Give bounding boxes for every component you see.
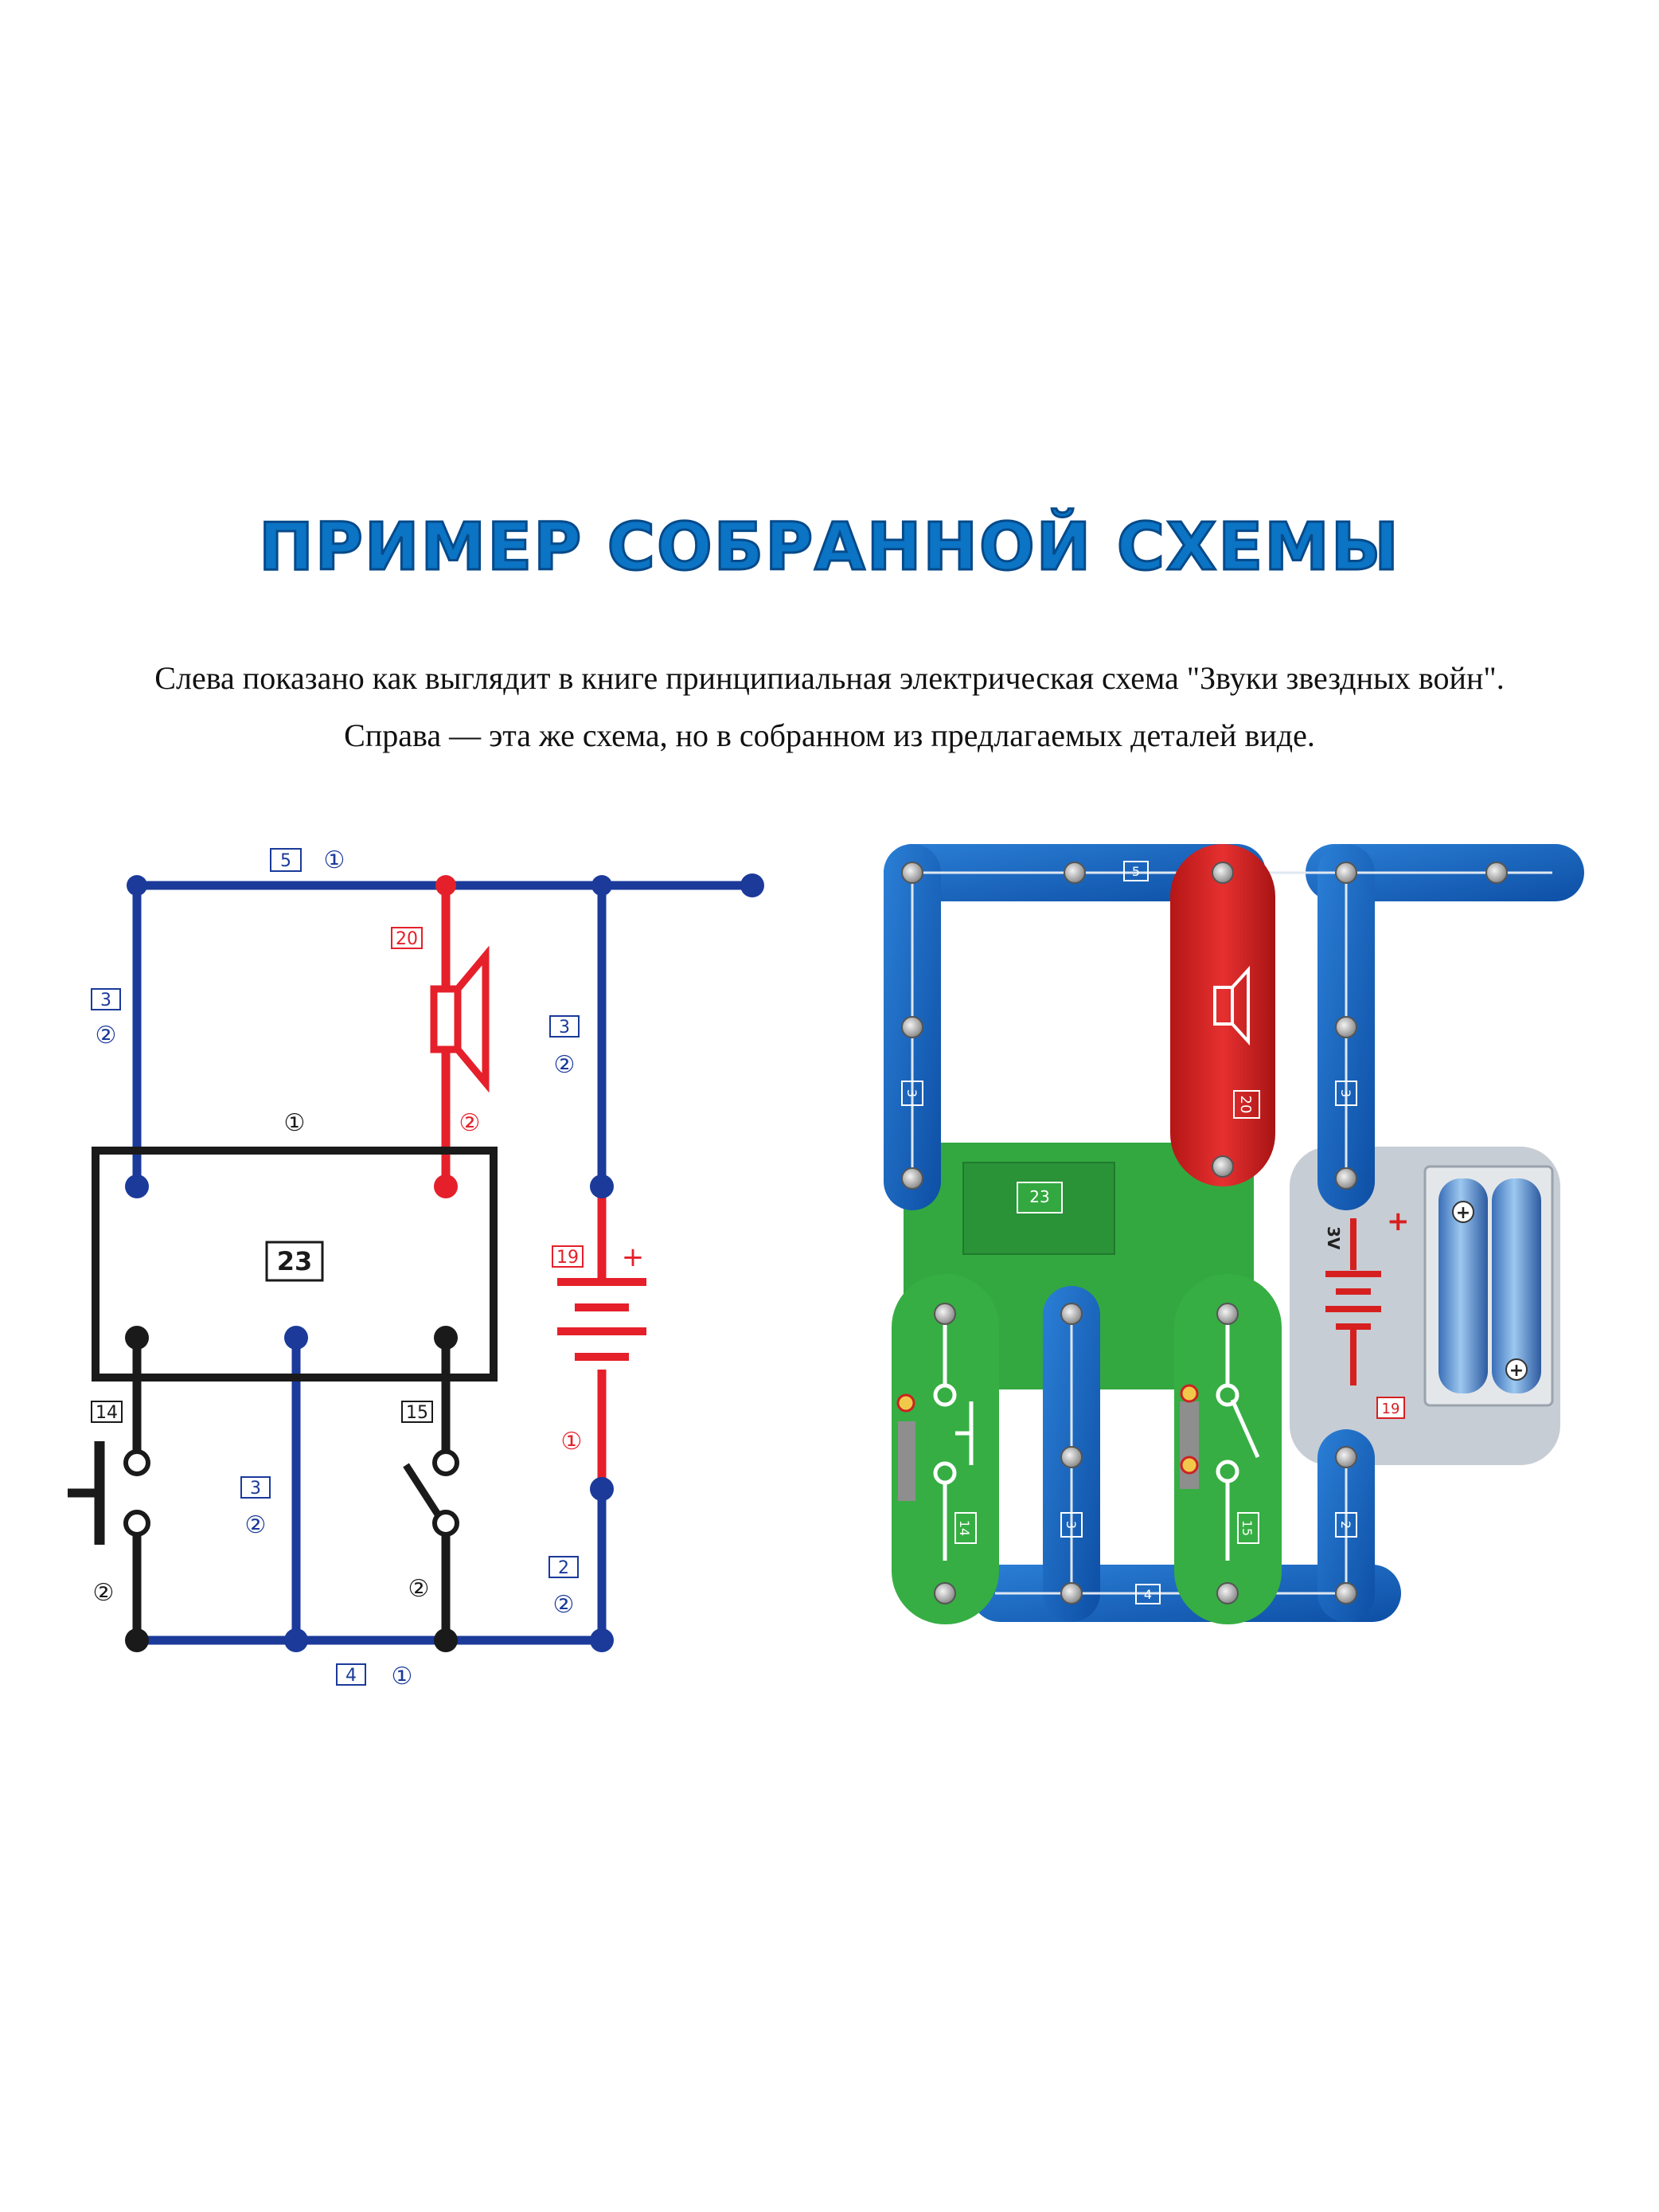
speaker-part-label: 20	[1237, 1096, 1254, 1114]
page-title: ПРИМЕР СОБРАННОЙ СХЕМЫ	[258, 509, 1400, 587]
ic-box	[92, 1147, 498, 1382]
intro-line-1: Слева показано как выглядит в книге прин…	[154, 660, 1505, 696]
top-part-label: 5	[1132, 864, 1140, 879]
slide-switch-part-label: 15	[1239, 1520, 1255, 1536]
slide-switch-part: 15	[406, 1403, 428, 1423]
right-part-label: 3	[1338, 1089, 1353, 1097]
ic-part-label: 23	[1029, 1187, 1049, 1206]
middle-part-label: 3	[1064, 1521, 1079, 1529]
left-wire-part: 3	[100, 991, 111, 1010]
speaker-piece-symbol	[1213, 965, 1250, 1046]
bottom-part-label: 4	[1144, 1587, 1152, 1602]
bottom-right-wire-part: 2	[558, 1558, 569, 1578]
slide-switch-piece-symbol	[1216, 1310, 1260, 1561]
press-switch-piece-symbol	[933, 1310, 974, 1561]
speaker-symbol	[430, 945, 490, 1093]
switch-wires	[132, 1338, 451, 1640]
ic-level: ①	[284, 1109, 306, 1137]
middle-wire-part: 3	[250, 1479, 261, 1499]
press-switch-symbol	[68, 1441, 150, 1545]
intro-line-2: Справа — эта же схема, но в собранном из…	[344, 717, 1315, 753]
slide-switch-symbol	[403, 1449, 459, 1537]
speaker-level: ②	[459, 1109, 481, 1137]
press-switch-piece	[892, 1274, 999, 1624]
press-switch-part-label: 14	[957, 1520, 972, 1536]
holder-battery-sign: +	[1387, 1206, 1410, 1237]
left-part-label: 3	[904, 1089, 919, 1097]
assembled-circuit: + + + 3V 19 23 20	[884, 844, 1584, 1624]
speaker-part: 20	[396, 929, 418, 949]
holder-battery-symbol	[1325, 1218, 1381, 1385]
middle-wire-level: ②	[245, 1511, 267, 1539]
battery-symbol	[557, 1186, 646, 1489]
speaker-piece	[1170, 844, 1275, 1186]
circuit-schematic: 5 ① 3 ② 20 ② 3 ② ① 23 19 + ① 14 ② 3 ② 15…	[68, 846, 764, 1690]
bottom-right-wire-level: ②	[553, 1591, 575, 1619]
ic-part: 23	[277, 1246, 313, 1276]
top-wire-part: 5	[280, 851, 291, 871]
junction-dots	[125, 873, 764, 1652]
holder-battery-part: 19	[1382, 1401, 1400, 1417]
bottom-wire-part: 4	[345, 1666, 357, 1686]
ic-label-box	[265, 1241, 324, 1282]
battery-voltage: 3V	[1324, 1226, 1343, 1250]
left-wire-level: ②	[96, 1022, 117, 1049]
battery-cell-2	[1492, 1178, 1541, 1393]
battery-sign: +	[622, 1241, 645, 1273]
right-wire-level: ②	[554, 1051, 576, 1079]
cell-positive-2: +	[1509, 1361, 1524, 1381]
bottom-right-part-label: 2	[1338, 1521, 1353, 1529]
slide-switch-level: ②	[408, 1575, 430, 1603]
slide-switch-piece	[1174, 1274, 1282, 1624]
battery-level: ①	[561, 1428, 583, 1456]
press-switch-part: 14	[96, 1403, 118, 1423]
battery-cell-1	[1438, 1178, 1488, 1393]
right-wire-part: 3	[559, 1018, 570, 1038]
battery-part: 19	[556, 1248, 579, 1268]
snap-studs	[901, 862, 1508, 1604]
press-switch-level: ②	[93, 1579, 115, 1607]
cell-positive-1: +	[1456, 1203, 1470, 1223]
top-wire-level: ①	[324, 846, 345, 874]
bottom-wire-level: ①	[392, 1663, 413, 1690]
